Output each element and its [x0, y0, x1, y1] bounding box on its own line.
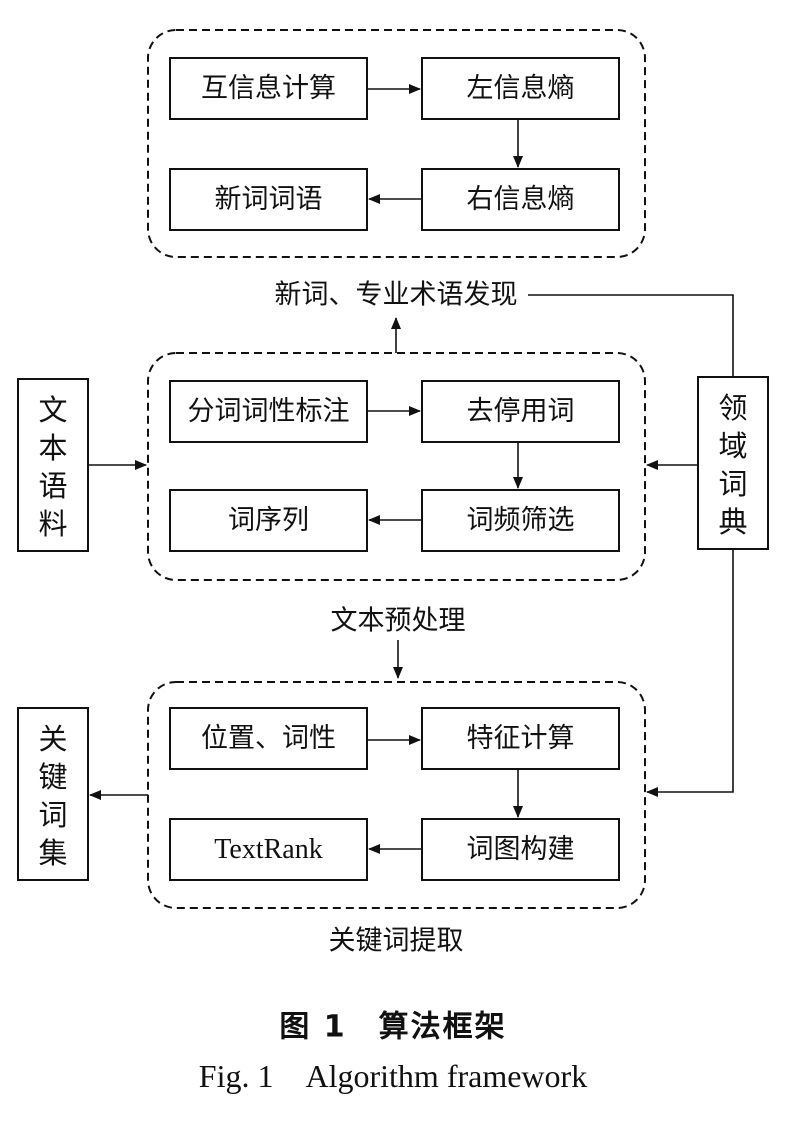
caption-en: Fig. 1 Algorithm framework: [199, 1058, 587, 1094]
keyword-group-label: 关键词提取: [329, 926, 464, 957]
textrank-node: [169, 818, 368, 881]
mutual-info-node: [169, 57, 368, 120]
new-words-label: 新词词语: [215, 184, 323, 215]
kwset-char-1: 关: [38, 722, 67, 756]
freq-filter-node: [421, 489, 620, 552]
keyword-set-box: [17, 707, 89, 881]
corpus-char-2: 本: [38, 431, 67, 465]
right-entropy-node: [421, 168, 620, 231]
mutual-info-label: 互信息计算: [201, 73, 336, 104]
dict-char-3: 词: [718, 467, 747, 501]
left-entropy-label: 左信息熵: [467, 73, 575, 104]
corpus-char-1: 文: [38, 393, 67, 427]
kwset-char-2: 键: [38, 760, 67, 794]
position-pos-node: [169, 707, 368, 770]
word-seq-label: 词序列: [228, 505, 309, 536]
new-words-node: [169, 168, 368, 231]
textrank-label: TextRank: [214, 834, 322, 865]
segment-pos-label: 分词词性标注: [188, 396, 350, 427]
feature-calc-label: 特征计算: [467, 723, 575, 754]
freq-filter-label: 词频筛选: [467, 505, 575, 536]
preprocess-group-label: 文本预处理: [331, 606, 466, 637]
dict-char-4: 典: [718, 505, 747, 539]
word-seq-node: [169, 489, 368, 552]
corpus-char-3: 语: [38, 469, 67, 503]
caption-zh: 图 1 算法框架: [279, 1010, 506, 1045]
arrow-dict-to-keyword: [646, 549, 734, 797]
new-word-group-label: 新词、专业术语发现: [275, 280, 518, 311]
right-entropy-label: 右信息熵: [467, 184, 575, 215]
corpus-char-4: 料: [38, 507, 67, 541]
connector-newword-to-dict: [528, 294, 734, 377]
segment-pos-node: [169, 380, 368, 443]
graph-build-label: 词图构建: [467, 834, 575, 865]
feature-calc-node: [421, 707, 620, 770]
kwset-char-4: 集: [38, 836, 67, 870]
graph-build-node: [421, 818, 620, 881]
dict-char-1: 领: [718, 391, 747, 425]
position-pos-label: 位置、词性: [201, 723, 336, 754]
dict-char-2: 域: [718, 429, 747, 463]
stopwords-node: [421, 380, 620, 443]
kwset-char-3: 词: [38, 798, 67, 832]
left-entropy-node: [421, 57, 620, 120]
stopwords-label: 去停用词: [467, 396, 575, 427]
corpus-box: [17, 378, 89, 552]
